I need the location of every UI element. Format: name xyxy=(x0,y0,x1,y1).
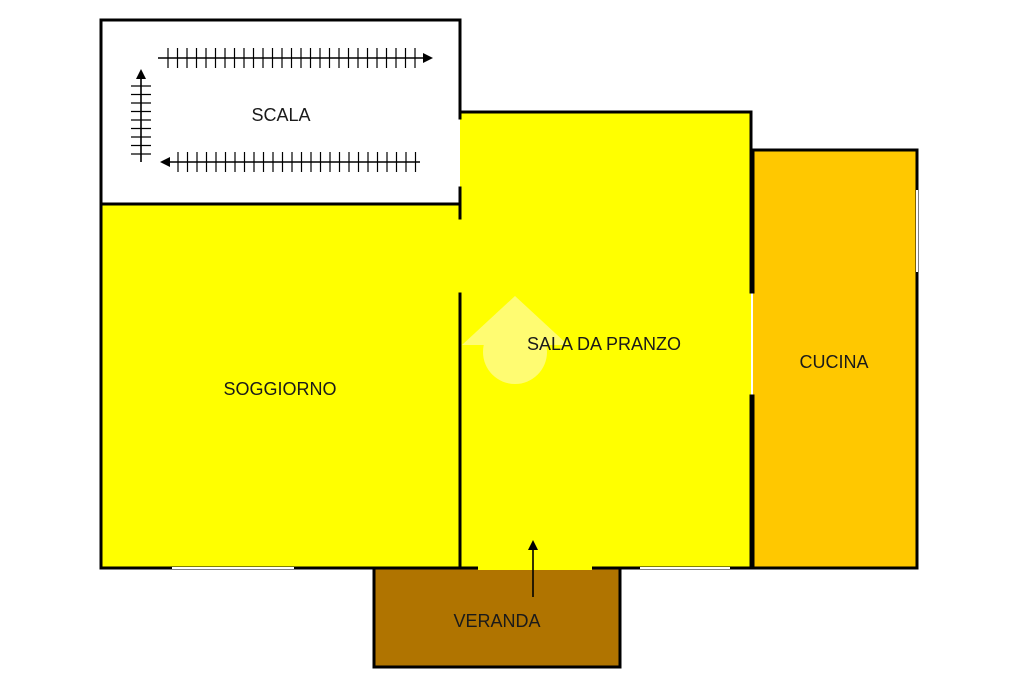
room-soggiorno xyxy=(101,204,460,568)
label-soggiorno: SOGGIORNO xyxy=(223,379,336,399)
label-veranda: VERANDA xyxy=(453,611,540,631)
room-scala xyxy=(101,20,460,204)
label-scala: SCALA xyxy=(251,105,310,125)
room-veranda xyxy=(374,568,620,667)
entrance-arrow-icon xyxy=(528,540,538,597)
stair-arrows xyxy=(136,53,433,167)
watermark-logo-icon xyxy=(462,296,568,384)
label-sala-da-pranzo: SALA DA PRANZO xyxy=(527,334,681,354)
windows xyxy=(172,190,918,569)
room-cucina xyxy=(753,150,917,568)
label-cucina: CUCINA xyxy=(799,352,868,372)
walls xyxy=(99,18,919,669)
